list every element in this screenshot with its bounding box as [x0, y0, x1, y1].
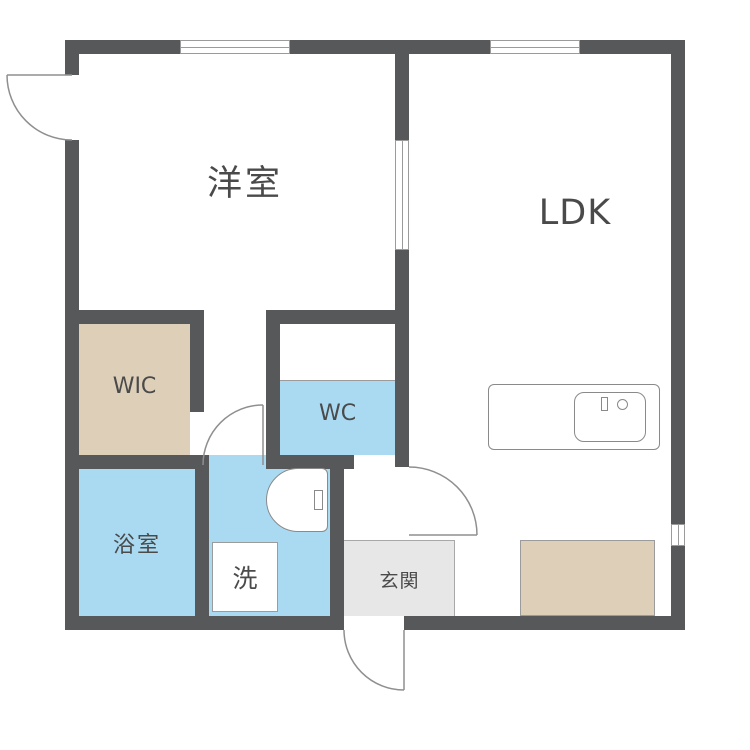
room-wc: [280, 380, 395, 455]
door-arc: [408, 466, 478, 536]
kitchen-faucet-knob-icon: [617, 399, 628, 410]
wall-segment: [65, 40, 685, 54]
room-entrance-label: 玄関: [379, 570, 420, 592]
room-entrance: [344, 540, 455, 616]
wall-segment: [65, 140, 79, 630]
laundry-label: 洗: [232, 564, 258, 593]
door-swing-exterior-left: [6, 74, 73, 141]
wall-segment: [190, 324, 204, 412]
wall-segment: [330, 455, 344, 616]
room-ldk-label: LDK: [538, 193, 612, 233]
laundry-box: 洗: [212, 542, 278, 612]
wall-segment: [65, 455, 209, 469]
door-swing-hall-ldk: [408, 466, 478, 536]
room-wic: [79, 324, 190, 455]
wall-segment: [404, 616, 685, 630]
door-arc: [343, 629, 405, 691]
room-western-label: 洋室: [206, 164, 283, 204]
wall-segment: [266, 310, 409, 324]
wall-segment: [65, 616, 344, 630]
wall-segment: [395, 54, 409, 140]
wall-segment: [65, 40, 79, 75]
window: [490, 40, 580, 54]
wall-segment: [395, 324, 409, 467]
room-wic-label: WIC: [112, 374, 157, 399]
door-arc: [6, 74, 73, 141]
wall-segment: [395, 250, 409, 324]
window: [180, 40, 290, 54]
washbasin-faucet-icon: [314, 490, 323, 510]
kitchen-sink: [574, 392, 646, 442]
wall-segment: [266, 324, 280, 455]
washbasin: [266, 468, 328, 532]
window: [395, 140, 409, 250]
wall-segment: [671, 40, 685, 630]
wall-segment: [195, 469, 209, 616]
shoe-cabinet: [520, 540, 655, 616]
room-bath: [79, 469, 195, 616]
room-bath-label: 浴室: [112, 533, 161, 558]
window: [671, 524, 685, 546]
kitchen-faucet-icon: [601, 397, 608, 411]
door-swing-entrance: [343, 629, 405, 691]
wall-segment: [65, 310, 204, 324]
room-wc-label: WC: [318, 401, 357, 426]
